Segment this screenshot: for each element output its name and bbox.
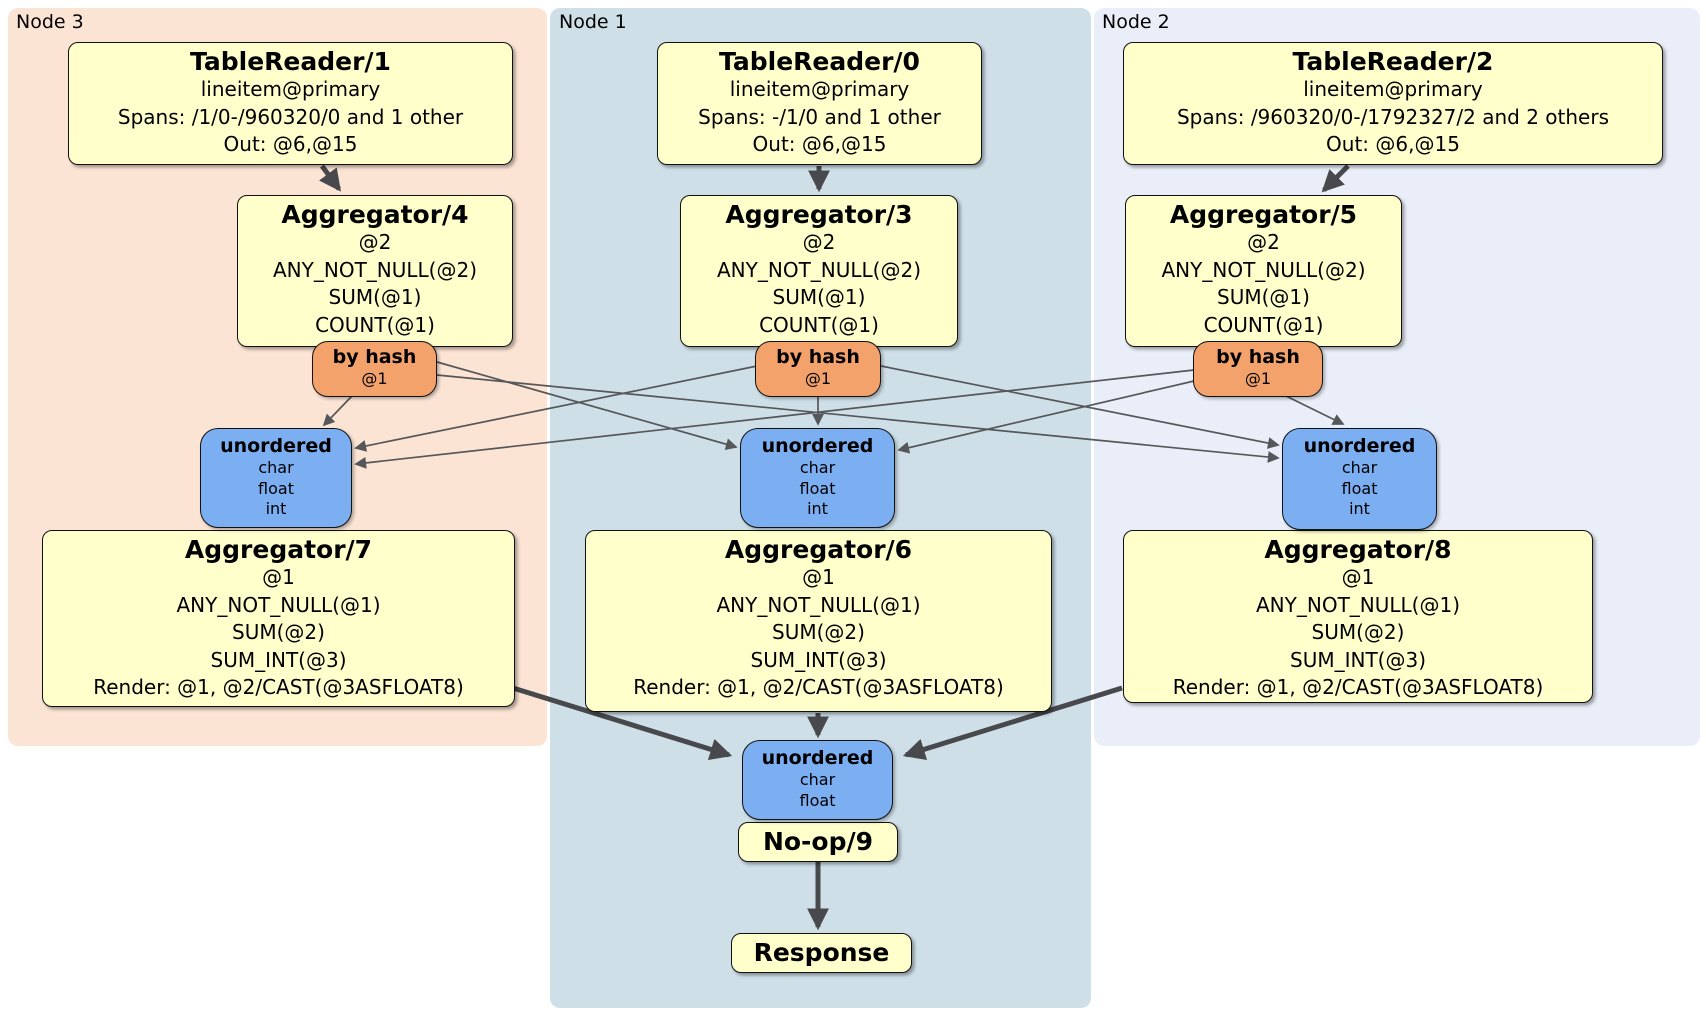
processor-detail: Out: @6,@15 — [223, 132, 358, 156]
tablereader-2-box: TableReader/2 lineitem@primary Spans: /9… — [1123, 42, 1663, 165]
unordered-sync-node1: unordered char float int — [740, 428, 895, 528]
node1-label: Node 1 — [559, 11, 627, 33]
router-title: by hash — [776, 346, 860, 368]
sync-title: unordered — [220, 435, 332, 457]
processor-title: TableReader/0 — [719, 47, 920, 76]
processor-detail: COUNT(@1) — [759, 312, 879, 337]
node3-label: Node 3 — [16, 11, 84, 33]
response-box: Response — [731, 933, 912, 973]
byhash-router-node2: by hash @1 — [1193, 341, 1323, 397]
processor-detail: ANY_NOT_NULL(@2) — [1161, 257, 1366, 282]
unordered-sync-node3: unordered char float int — [200, 428, 352, 528]
processor-detail: SUM_INT(@3) — [750, 647, 887, 672]
processor-title: Aggregator/5 — [1169, 200, 1358, 229]
processor-detail: @1 — [802, 565, 835, 589]
processor-detail: SUM(@1) — [1217, 285, 1310, 309]
processor-detail: Spans: -/1/0 and 1 other — [698, 104, 941, 129]
router-title: by hash — [1216, 346, 1300, 368]
sync-column: float — [799, 790, 836, 810]
aggregator-5-box: Aggregator/5 @2 ANY_NOT_NULL(@2) SUM(@1)… — [1125, 195, 1402, 347]
unordered-sync-final: unordered char float — [742, 740, 893, 820]
processor-detail: lineitem@primary — [729, 77, 910, 101]
processor-detail: ANY_NOT_NULL(@1) — [716, 592, 921, 617]
aggregator-6-box: Aggregator/6 @1 ANY_NOT_NULL(@1) SUM(@2)… — [585, 530, 1052, 712]
processor-detail: SUM(@1) — [772, 285, 866, 309]
sync-column: float — [1341, 478, 1378, 498]
sync-column: char — [799, 458, 836, 477]
processor-detail: SUM_INT(@3) — [1290, 647, 1426, 672]
router-key: @1 — [361, 369, 388, 388]
processor-detail: ANY_NOT_NULL(@1) — [1256, 592, 1460, 617]
sync-column: char — [799, 770, 836, 789]
processor-detail: Render: @1, @2/CAST(@3ASFLOAT8) — [1172, 675, 1544, 699]
aggregator-4-box: Aggregator/4 @2 ANY_NOT_NULL(@2) SUM(@1)… — [237, 195, 513, 347]
router-key: @1 — [804, 369, 832, 388]
processor-detail: Out: @6,@15 — [752, 132, 887, 156]
processor-title: Response — [753, 938, 890, 967]
processor-detail: COUNT(@1) — [315, 312, 435, 337]
processor-detail: Render: @1, @2/CAST(@3ASFLOAT8) — [633, 675, 1004, 699]
processor-title: Aggregator/7 — [184, 535, 373, 564]
processor-detail: Spans: /1/0-/960320/0 and 1 other — [117, 104, 464, 129]
sync-title: unordered — [761, 435, 874, 457]
processor-title: Aggregator/4 — [281, 200, 469, 229]
processor-detail: SUM(@2) — [1311, 620, 1405, 644]
processor-title: TableReader/2 — [1292, 47, 1494, 76]
router-key: @1 — [1244, 369, 1272, 388]
sync-column: int — [807, 499, 828, 518]
sync-column: float — [799, 478, 836, 498]
processor-title: Aggregator/8 — [1264, 535, 1452, 564]
aggregator-7-box: Aggregator/7 @1 ANY_NOT_NULL(@1) SUM(@2)… — [42, 530, 515, 707]
processor-title: No-op/9 — [762, 827, 874, 856]
sync-column: int — [265, 499, 287, 518]
processor-detail: ANY_NOT_NULL(@2) — [717, 257, 921, 282]
processor-detail: @2 — [1247, 230, 1280, 254]
processor-detail: lineitem@primary — [200, 77, 381, 101]
sync-title: unordered — [1303, 435, 1416, 457]
processor-detail: Spans: /960320/0-/1792327/2 and 2 others — [1176, 104, 1609, 129]
processor-detail: SUM(@2) — [232, 620, 325, 644]
processor-detail: @1 — [1341, 565, 1375, 589]
processor-title: Aggregator/6 — [724, 535, 913, 564]
processor-detail: SUM(@1) — [328, 285, 422, 309]
sync-title: unordered — [761, 747, 874, 769]
tablereader-0-box: TableReader/0 lineitem@primary Spans: -/… — [657, 42, 982, 165]
processor-detail: SUM(@2) — [772, 620, 865, 644]
aggregator-3-box: Aggregator/3 @2 ANY_NOT_NULL(@2) SUM(@1)… — [680, 195, 958, 347]
noop-9-box: No-op/9 — [738, 822, 898, 862]
sync-column: char — [1341, 458, 1378, 477]
processor-title: TableReader/1 — [190, 47, 391, 76]
node2-label: Node 2 — [1102, 11, 1170, 33]
processor-detail: Render: @1, @2/CAST(@3ASFLOAT8) — [93, 675, 464, 699]
sync-column: int — [1349, 499, 1370, 518]
processor-detail: @2 — [802, 230, 836, 254]
router-title: by hash — [332, 346, 417, 368]
unordered-sync-node2: unordered char float int — [1282, 428, 1437, 530]
processor-detail: ANY_NOT_NULL(@2) — [273, 257, 477, 282]
processor-detail: lineitem@primary — [1303, 77, 1483, 101]
processor-detail: @1 — [262, 565, 295, 589]
processor-detail: @2 — [358, 230, 392, 254]
tablereader-1-box: TableReader/1 lineitem@primary Spans: /1… — [68, 42, 513, 165]
processor-detail: Out: @6,@15 — [1326, 132, 1460, 156]
processor-detail: SUM_INT(@3) — [210, 647, 347, 672]
byhash-router-node3: by hash @1 — [312, 341, 437, 397]
sync-column: char — [258, 458, 294, 477]
aggregator-8-box: Aggregator/8 @1 ANY_NOT_NULL(@1) SUM(@2)… — [1123, 530, 1593, 703]
processor-detail: ANY_NOT_NULL(@1) — [176, 592, 381, 617]
sync-column: float — [258, 478, 294, 498]
processor-detail: COUNT(@1) — [1203, 312, 1324, 337]
byhash-router-node1: by hash @1 — [755, 341, 881, 397]
processor-title: Aggregator/3 — [725, 200, 913, 229]
